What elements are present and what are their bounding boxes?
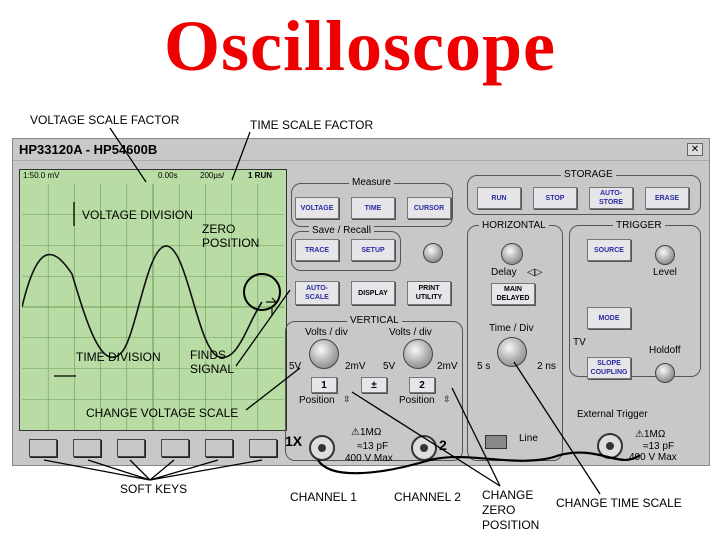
trigger-run-readout: 1 RUN: [248, 171, 273, 180]
delay-knob[interactable]: [501, 243, 523, 265]
run-button[interactable]: RUN: [477, 187, 521, 209]
print-utility-button[interactable]: PRINT UTILITY: [407, 281, 451, 305]
ch1-volts-div-knob[interactable]: [309, 339, 339, 369]
display-button[interactable]: DISPLAY: [351, 281, 395, 305]
main-delayed-button[interactable]: MAIN DELAYED: [491, 283, 535, 305]
change-time-scale-label: CHANGE TIME SCALE: [556, 496, 682, 510]
time-offset-readout: 0.00s: [158, 171, 178, 180]
ch2-min-label: 5V: [383, 361, 396, 372]
ch1-input-label: 1X: [285, 433, 303, 449]
window-titlebar: HP33120A - HP54600B: [13, 139, 709, 161]
entry-knob[interactable]: [423, 243, 443, 263]
impedance-label: ⚠1MΩ: [351, 427, 382, 438]
delay-arrows-icon: ◁▷: [527, 267, 543, 278]
ch2-position-label: Position: [399, 395, 435, 406]
ch2-max-label: 2mV: [437, 361, 458, 372]
time-div-knob[interactable]: [497, 337, 527, 367]
ch2-volts-div-knob[interactable]: [403, 339, 433, 369]
setup-button[interactable]: SETUP: [351, 239, 395, 261]
sine-trace: [22, 245, 263, 359]
horizontal-label: HORIZONTAL: [479, 220, 549, 232]
channel-2-label: CHANNEL 2: [394, 490, 461, 504]
ch1-min-label: 5V: [289, 361, 302, 372]
tv-label: TV: [573, 337, 586, 348]
soft-key-4[interactable]: [161, 439, 189, 457]
volts-per-div-readout: 1:50.0 mV: [23, 171, 60, 180]
channel-1-button[interactable]: 1: [311, 377, 337, 393]
ch1-position-label: Position: [299, 395, 335, 406]
channel-1-connector-icon[interactable]: [309, 435, 335, 461]
ext-impedance-label: ⚠1MΩ: [635, 429, 666, 440]
time-button[interactable]: TIME: [351, 197, 395, 219]
auto-scale-button[interactable]: AUTO- SCALE: [295, 281, 339, 305]
line-label: Line: [519, 433, 538, 444]
invert-button[interactable]: ±: [361, 377, 387, 393]
stop-button[interactable]: STOP: [533, 187, 577, 209]
holdoff-knob[interactable]: [655, 363, 675, 383]
source-button[interactable]: SOURCE: [587, 239, 631, 261]
page-title: Oscilloscope: [164, 6, 556, 86]
level-label: Level: [653, 267, 677, 278]
external-trigger-connector-icon[interactable]: [597, 433, 623, 459]
zero-position-label: ZERO POSITION: [202, 222, 260, 250]
mode-button[interactable]: MODE: [587, 307, 631, 329]
timebase-readout: 200µs/: [200, 171, 225, 180]
storage-label: STORAGE: [561, 169, 616, 181]
trace-button[interactable]: TRACE: [295, 239, 339, 261]
ext-impedance-value: 1MΩ: [643, 429, 666, 440]
ch1-max-label: 2mV: [345, 361, 366, 372]
cursor-button[interactable]: CURSOR: [407, 197, 451, 219]
time-div-min: 5 s: [477, 361, 491, 372]
time-div-label: Time / Div: [489, 323, 534, 334]
close-icon[interactable]: ✕: [687, 143, 703, 156]
ch1-volts-div-label: Volts / div: [305, 327, 348, 338]
holdoff-label: Holdoff: [649, 345, 681, 356]
slope-coupling-button[interactable]: SLOPE COUPLING: [587, 357, 631, 379]
ext-capacitance-label: ≈13 pF: [643, 441, 675, 452]
soft-key-3[interactable]: [117, 439, 145, 457]
ch1-position-arrows-icon: ⇳: [343, 394, 351, 404]
line-button[interactable]: [485, 435, 507, 449]
soft-key-6[interactable]: [249, 439, 277, 457]
ch2-position-arrows-icon: ⇳: [443, 394, 451, 404]
ext-max-voltage-label: 400 V Max: [629, 452, 677, 463]
time-div-max: 2 ns: [537, 361, 556, 372]
change-voltage-scale-label: CHANGE VOLTAGE SCALE: [86, 406, 239, 420]
impedance-value: 1MΩ: [359, 427, 382, 438]
channel-1-label: CHANNEL 1: [290, 490, 357, 504]
trigger-level-knob[interactable]: [655, 245, 675, 265]
auto-store-button[interactable]: AUTO- STORE: [589, 187, 633, 209]
soft-keys-label: SOFT KEYS: [120, 482, 188, 496]
ch2-volts-div-label: Volts / div: [389, 327, 432, 338]
erase-button[interactable]: ERASE: [645, 187, 689, 209]
vertical-label: VERTICAL: [347, 315, 402, 327]
finds-signal-label: FINDS SIGNAL: [190, 348, 235, 376]
max-voltage-label: 400 V Max: [345, 453, 393, 464]
trigger-label: TRIGGER: [613, 220, 665, 232]
capacitance-label: ≈13 pF: [357, 441, 389, 452]
change-zero-position-label: CHANGE ZERO POSITION: [482, 488, 540, 532]
external-trigger-label: External Trigger: [577, 409, 648, 420]
time-scale-factor-label: TIME SCALE FACTOR: [250, 118, 374, 132]
soft-key-1[interactable]: [29, 439, 57, 457]
ch2-input-label: 2: [439, 437, 447, 453]
delay-label: Delay: [491, 267, 517, 278]
measure-label: Measure: [349, 177, 394, 189]
display-status-bar: 1:50.0 mV 0.00s 200µs/ 1 RUN: [20, 170, 286, 182]
save-recall-label: Save / Recall: [309, 225, 374, 237]
time-division-label: TIME DIVISION: [76, 350, 161, 364]
voltage-scale-factor-label: VOLTAGE SCALE FACTOR: [30, 113, 180, 127]
voltage-division-label: VOLTAGE DIVISION: [82, 208, 193, 222]
channel-2-button[interactable]: 2: [409, 377, 435, 393]
soft-key-2[interactable]: [73, 439, 101, 457]
soft-key-5[interactable]: [205, 439, 233, 457]
channel-2-connector-icon[interactable]: [411, 435, 437, 461]
voltage-button[interactable]: VOLTAGE: [295, 197, 339, 219]
